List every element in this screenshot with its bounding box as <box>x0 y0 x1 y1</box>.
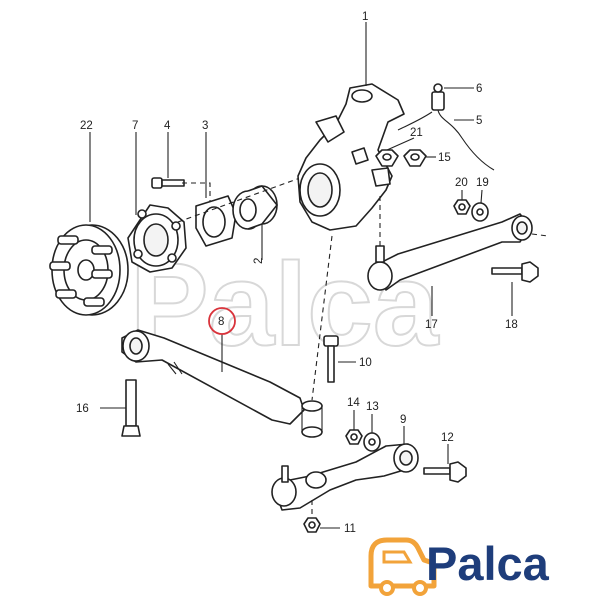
part-14-nut[interactable] <box>345 410 363 445</box>
callout-16[interactable]: 16 <box>76 403 89 415</box>
callout-21[interactable]: 21 <box>410 127 423 139</box>
part-10-bolt[interactable] <box>323 335 356 383</box>
part-18-bolt[interactable] <box>491 261 539 316</box>
part-16-bolt[interactable] <box>100 379 141 437</box>
callout-10[interactable]: 10 <box>359 357 372 369</box>
callout-2[interactable]: 2 <box>253 258 265 264</box>
van-icon <box>368 537 437 596</box>
part-4-bolt[interactable] <box>151 132 185 189</box>
part-13-washer[interactable] <box>363 414 381 452</box>
callout-22[interactable]: 22 <box>80 120 93 132</box>
part-15-nut[interactable] <box>403 149 436 167</box>
callout-11[interactable]: 11 <box>344 523 356 535</box>
part-17-track-rod[interactable] <box>367 213 533 316</box>
part-3-seal-plate[interactable] <box>195 132 237 247</box>
callout-7[interactable]: 7 <box>132 120 138 132</box>
callout-numbers: 1 2 3 4 5 6 7 8 9 10 11 12 13 14 15 16 1… <box>76 11 518 535</box>
callout-5[interactable]: 5 <box>476 115 482 127</box>
callout-17[interactable]: 17 <box>425 319 438 331</box>
part-12-bolt[interactable] <box>423 444 467 483</box>
part-2-wheel-bearing[interactable] <box>232 185 278 260</box>
part-7-wheel-hub[interactable] <box>127 132 187 273</box>
callout-6[interactable]: 6 <box>476 83 482 95</box>
part-19-washer[interactable] <box>471 189 489 222</box>
part-9-wishbone[interactable] <box>271 426 419 511</box>
part-11-nut[interactable] <box>303 517 340 533</box>
part-22-brake-disc[interactable] <box>49 132 129 316</box>
callout-15[interactable]: 15 <box>438 152 451 164</box>
part-5-sensor-cable[interactable] <box>397 109 495 171</box>
callout-1[interactable]: 1 <box>362 11 368 23</box>
callout-13[interactable]: 13 <box>366 401 379 413</box>
part-8-control-arm[interactable] <box>121 329 305 425</box>
callout-12[interactable]: 12 <box>441 432 454 444</box>
part-8-highlight-ring <box>208 307 236 335</box>
part-20-nut[interactable] <box>453 190 471 215</box>
callout-9[interactable]: 9 <box>400 414 406 426</box>
callout-4[interactable]: 4 <box>164 120 171 132</box>
logo-text: Palca <box>426 537 550 590</box>
palca-logo[interactable]: Palca <box>368 537 550 596</box>
callout-3[interactable]: 3 <box>202 120 208 132</box>
callout-20[interactable]: 20 <box>455 177 468 189</box>
part-21-nut[interactable] <box>375 137 415 167</box>
part-6-abs-sensor[interactable] <box>431 83 474 111</box>
arm-bushing-stack <box>301 400 323 438</box>
callout-18[interactable]: 18 <box>505 319 518 331</box>
callout-19[interactable]: 19 <box>476 177 489 189</box>
part-1-wheel-carrier[interactable] <box>297 22 405 231</box>
callout-14[interactable]: 14 <box>347 397 360 409</box>
callout-8[interactable]: 8 <box>218 316 224 328</box>
